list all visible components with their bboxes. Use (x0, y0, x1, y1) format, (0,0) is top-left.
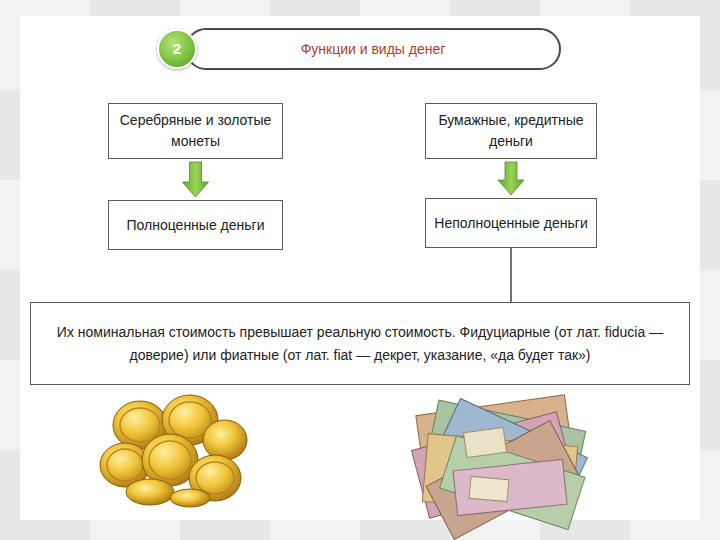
gold-coins (100, 395, 247, 507)
process-box: Полноценные деньги (108, 200, 283, 250)
process-box: Серебряные и золотые монеты (108, 103, 283, 159)
green-arrow (498, 162, 524, 195)
node-text: Бумажные, кредитные деньги (434, 110, 588, 152)
node-text: Серебряные и золотые монеты (117, 110, 274, 152)
title-pill: Функции и виды денег (185, 28, 561, 70)
process-box: Неполноценные деньги (425, 198, 597, 248)
node-text: Неполноценные деньги (434, 213, 587, 234)
number-badge: 2 (157, 29, 197, 69)
process-box: Бумажные, кредитные деньги (425, 103, 597, 159)
green-arrow (183, 162, 209, 197)
connector-line (511, 248, 512, 302)
node-text: 2 (173, 40, 181, 58)
note-box: Их номинальная стоимость превышает реаль… (30, 302, 690, 385)
title-text: Функции и виды денег (301, 41, 446, 57)
node-text: Их номинальная стоимость превышает реаль… (39, 321, 681, 367)
banknotes (411, 395, 587, 539)
node-text: Полноценные деньги (127, 215, 265, 236)
